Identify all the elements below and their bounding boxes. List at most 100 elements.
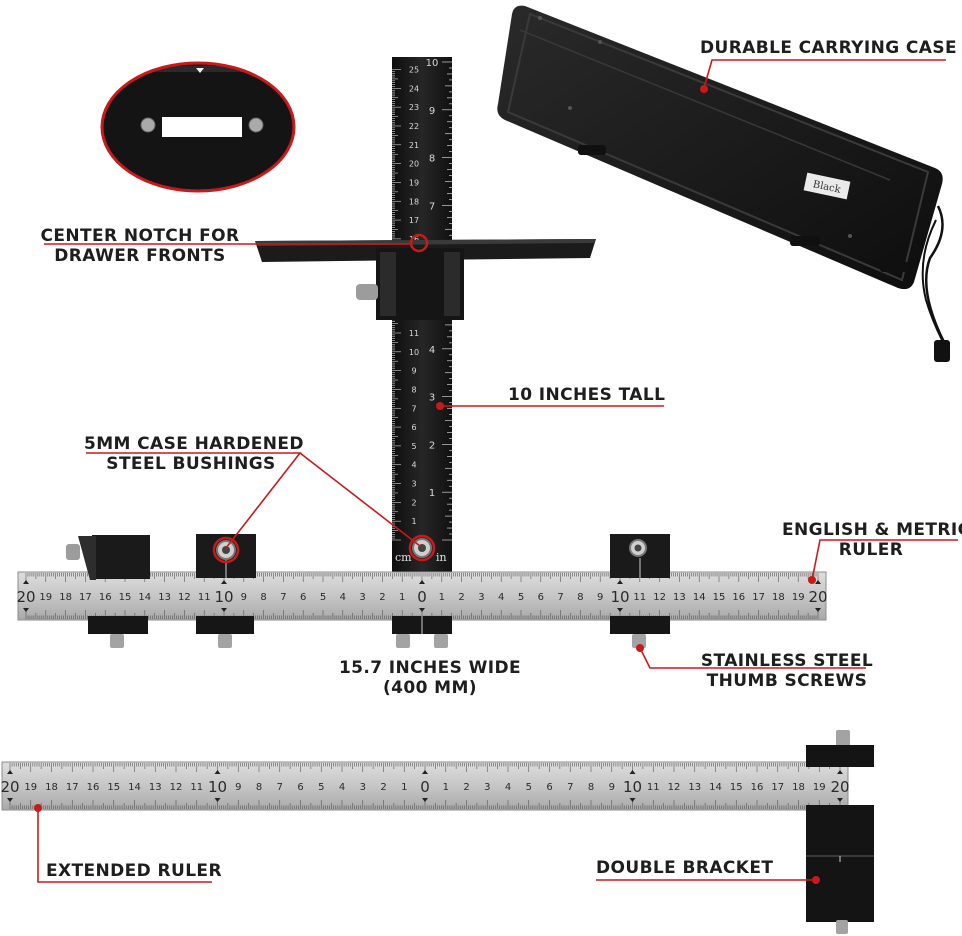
ruler-number: 8 <box>260 592 266 603</box>
ruler-number: 6 <box>300 592 306 603</box>
ruler-number: 20 <box>830 778 849 796</box>
cm-number: 1 <box>411 517 416 526</box>
ruler-number: 19 <box>813 782 826 793</box>
cm-label: cm <box>395 551 412 564</box>
ruler-number: 13 <box>688 782 701 793</box>
carrying-case: Black <box>497 5 950 362</box>
cm-number: 22 <box>409 122 419 131</box>
ruler-marker <box>214 770 221 774</box>
carrying-case-label: DURABLE CARRYING CASE <box>700 38 957 58</box>
ruler-marker <box>617 580 623 584</box>
ruler-number: 1 <box>399 592 405 603</box>
ruler-number: 1 <box>439 592 445 603</box>
ruler-marker <box>221 608 227 612</box>
ruler-number: 0 <box>417 588 427 606</box>
bracket-left <box>66 535 150 648</box>
ruler-number: 9 <box>241 592 247 603</box>
center-notch-zoom <box>100 61 296 193</box>
ruler-number: 15 <box>713 592 726 603</box>
ruler-number: 8 <box>256 782 262 793</box>
ruler-marker <box>419 580 425 584</box>
ruler-number: 17 <box>66 782 79 793</box>
bracket-center <box>392 616 452 648</box>
ruler-number: 17 <box>79 592 92 603</box>
ruler-number: 16 <box>751 782 764 793</box>
cm-number: 8 <box>411 385 416 394</box>
ruler-number: 12 <box>668 782 681 793</box>
cm-number: 2 <box>411 498 416 507</box>
center-notch-line-2: DRAWER FRONTS <box>54 246 226 266</box>
ruler-number: 7 <box>557 592 563 603</box>
ruler-number: 2 <box>380 782 386 793</box>
ruler-number: 11 <box>190 782 203 793</box>
ruler-number: 10 <box>610 588 629 606</box>
ruler-number: 6 <box>538 592 544 603</box>
ruler-number: 20 <box>16 588 35 606</box>
ruler-number: 17 <box>752 592 765 603</box>
ruler-number: 11 <box>647 782 660 793</box>
ruler-marker <box>7 770 13 774</box>
inch-number: 1 <box>429 488 435 499</box>
bushings-line-1: 5MM CASE HARDENED <box>84 434 304 454</box>
ruler-number: 8 <box>588 782 594 793</box>
ruler-number: 19 <box>24 782 37 793</box>
ruler-number: 1 <box>443 782 449 793</box>
in-label: in <box>436 551 447 564</box>
ruler-number: 4 <box>505 782 511 793</box>
ruler-number: 14 <box>138 592 151 603</box>
ruler-number: 15 <box>107 782 120 793</box>
ruler-number: 18 <box>772 592 785 603</box>
ruler-number: 20 <box>0 778 19 796</box>
ruler-number: 10 <box>623 778 642 796</box>
ruler-label: ENGLISH & METRIC RULER <box>782 520 962 560</box>
wide-line-1: 15.7 INCHES WIDE <box>338 658 522 678</box>
ruler-number: 6 <box>546 782 552 793</box>
ruler-number: 4 <box>339 782 345 793</box>
ruler-marker <box>617 608 623 612</box>
center-notch-label: CENTER NOTCH FOR DRAWER FRONTS <box>40 226 240 266</box>
ruler-number: 0 <box>420 778 430 796</box>
ruler-number: 13 <box>158 592 171 603</box>
ruler-number: 12 <box>653 592 666 603</box>
ruler-number: 5 <box>518 592 524 603</box>
ruler-number: 5 <box>320 592 326 603</box>
cm-number: 5 <box>411 442 416 451</box>
ruler-number: 14 <box>693 592 706 603</box>
ruler-number: 18 <box>45 782 58 793</box>
ruler-marker <box>815 580 821 584</box>
cm-number: 20 <box>409 160 419 169</box>
ruler-marker <box>629 798 636 802</box>
bushings-label: 5MM CASE HARDENED STEEL BUSHINGS <box>84 434 304 474</box>
callout-lines <box>34 59 958 884</box>
thumb-line-2: THUMB SCREWS <box>706 671 868 691</box>
bracket-right <box>610 534 670 648</box>
ruler-number: 18 <box>792 782 805 793</box>
inch-number: 9 <box>429 106 435 117</box>
wide-label: 15.7 INCHES WIDE (400 MM) <box>330 658 530 698</box>
ruler-number: 1 <box>401 782 407 793</box>
ruler-number: 9 <box>609 782 615 793</box>
ruler-number: 10 <box>214 588 233 606</box>
double-bracket-label: DOUBLE BRACKET <box>596 858 774 878</box>
cm-number: 25 <box>409 66 419 75</box>
ruler-marker <box>23 608 29 612</box>
ruler-number: 13 <box>673 592 686 603</box>
cm-number: 19 <box>409 178 419 187</box>
ruler-line-1: ENGLISH & METRIC <box>782 520 962 540</box>
ruler-number: 9 <box>235 782 241 793</box>
ruler-marker <box>221 580 227 584</box>
inch-number: 8 <box>429 154 435 165</box>
ruler-number: 7 <box>277 782 283 793</box>
ruler-number: 5 <box>526 782 532 793</box>
ruler-number: 16 <box>99 592 112 603</box>
cm-number: 9 <box>411 367 416 376</box>
ruler-number: 15 <box>730 782 743 793</box>
ruler-number: 14 <box>128 782 141 793</box>
thumb-line-1: STAINLESS STEEL <box>700 651 874 671</box>
inch-number: 3 <box>429 393 435 404</box>
ruler-number: 13 <box>149 782 162 793</box>
ruler-line-2: RULER <box>838 540 904 560</box>
ruler-marker <box>7 798 13 802</box>
